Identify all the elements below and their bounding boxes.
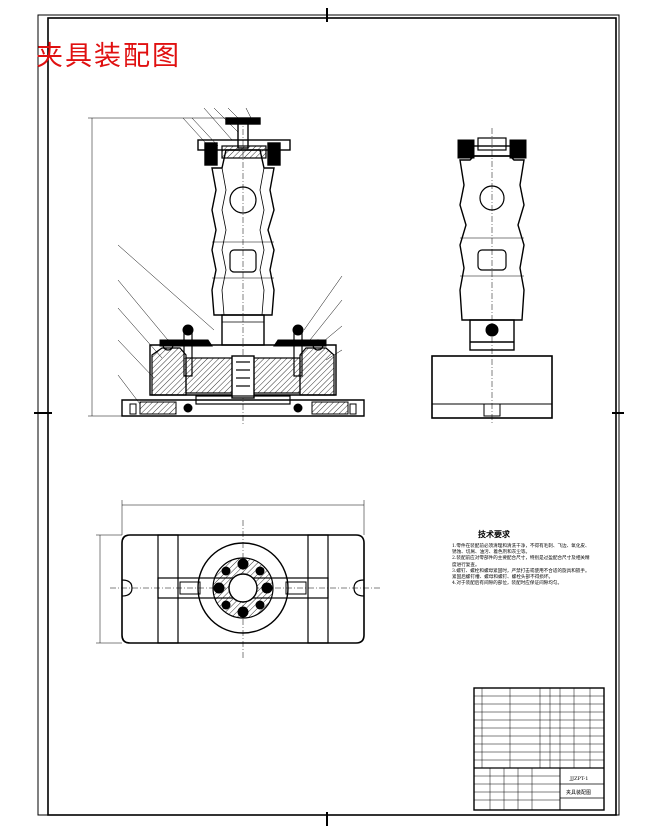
requirement-note: 1.零件在装配前必须清理和清洗干净，不得有毛刺、飞边、氧化皮、锈蚀、切屑、油污、… <box>452 544 590 556</box>
top-view <box>96 500 380 660</box>
technical-requirements-heading: 技术要求 <box>478 529 510 539</box>
requirement-note: 2.装配前应对零部件的主要配合尺寸，特别是过盈配合尺寸及相关精度进行复查。 <box>452 556 590 568</box>
requirement-note: 3.螺钉、螺栓和螺母紧固时，严禁打击或使用不合适的旋具和扳手。紧固后螺钉槽、螺母… <box>452 568 590 581</box>
sheet-border <box>37 14 620 816</box>
front-section-view <box>88 107 365 425</box>
title-block <box>473 687 605 811</box>
title-block-drawing-name: 夹具装配图 <box>566 790 592 796</box>
drawing-title: 夹具装配图 <box>36 41 181 72</box>
title-block-drawing-number: JJZPT-1 <box>570 776 589 782</box>
centering-marks <box>34 8 624 826</box>
side-view <box>431 128 553 425</box>
requirement-note: 4.对于装配后有间隙的部位，装配时应保证间隙均匀。 <box>452 581 563 587</box>
technical-requirements-notes: 1.零件在装配前必须清理和清洗干净，不得有毛刺、飞边、氧化皮、锈蚀、切屑、油污、… <box>452 544 594 587</box>
